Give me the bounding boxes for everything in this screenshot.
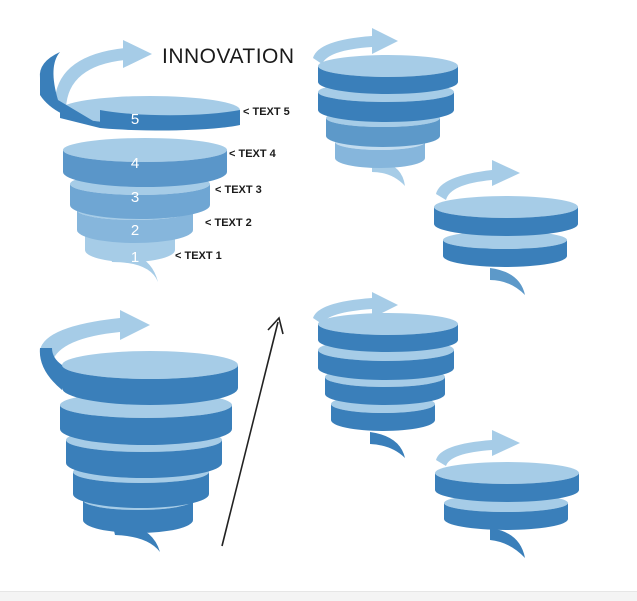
arrow-head-icon xyxy=(123,40,152,68)
bottom-divider xyxy=(0,591,637,601)
small-spiral-b xyxy=(434,160,578,295)
level-number-3: 3 xyxy=(131,189,139,206)
diagram-title: INNOVATION xyxy=(162,45,295,68)
arrow-head-icon xyxy=(372,28,398,54)
arrow-head-icon xyxy=(492,430,520,456)
level-label-3: < TEXT 3 xyxy=(215,184,262,196)
level-number-2: 2 xyxy=(131,222,139,239)
level-label-2: < TEXT 2 xyxy=(205,217,252,229)
large-spiral xyxy=(39,310,238,552)
level-label-4: < TEXT 4 xyxy=(229,148,277,160)
ring-level-3-band xyxy=(70,184,210,219)
ring-level-4-band xyxy=(63,150,227,187)
arrow-head-icon xyxy=(492,160,520,186)
arrow-head-icon xyxy=(120,310,150,340)
level-number-5: 5 xyxy=(131,111,139,128)
arrow-head-icon xyxy=(372,292,398,318)
level-label-1: < TEXT 1 xyxy=(175,250,222,262)
level-number-1: 1 xyxy=(131,249,139,266)
small-spiral-a xyxy=(313,28,458,186)
main-spiral: 5 4 3 2 1 xyxy=(39,40,240,282)
small-spiral-c xyxy=(313,292,458,458)
ring-level-2-band xyxy=(77,210,193,243)
ring-level-1-band xyxy=(85,232,175,262)
diagonal-arrow xyxy=(221,316,284,547)
level-label-5: < TEXT 5 xyxy=(243,106,290,118)
level-number-4: 4 xyxy=(131,155,139,172)
small-spiral-d xyxy=(435,430,579,558)
